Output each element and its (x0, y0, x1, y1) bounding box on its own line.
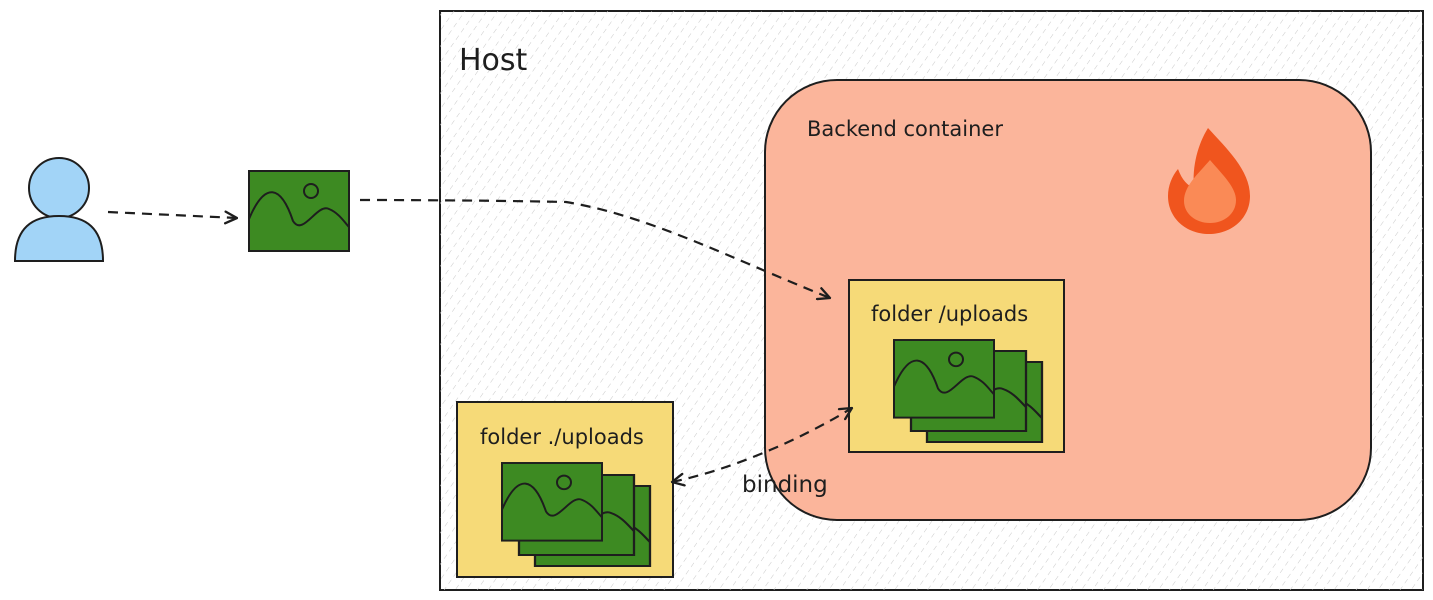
host-label: Host (459, 43, 528, 78)
host-folder-box: folder ./uploads (456, 401, 674, 578)
image-stack-icon (501, 462, 652, 568)
image-stack-icon (893, 339, 1044, 444)
host-folder-label: folder ./uploads (480, 425, 644, 449)
binding-arrow (670, 406, 854, 487)
image-icon (248, 170, 350, 252)
arrow-image-to-container-folder (359, 198, 832, 301)
flame-icon (1168, 128, 1250, 234)
arrow-user-to-image (107, 210, 239, 225)
user-icon (13, 157, 105, 262)
backend-container-label: Backend container (807, 117, 1003, 141)
container-folder-box: folder /uploads (848, 279, 1065, 453)
binding-label: binding (742, 472, 828, 498)
container-folder-label: folder /uploads (871, 302, 1028, 326)
